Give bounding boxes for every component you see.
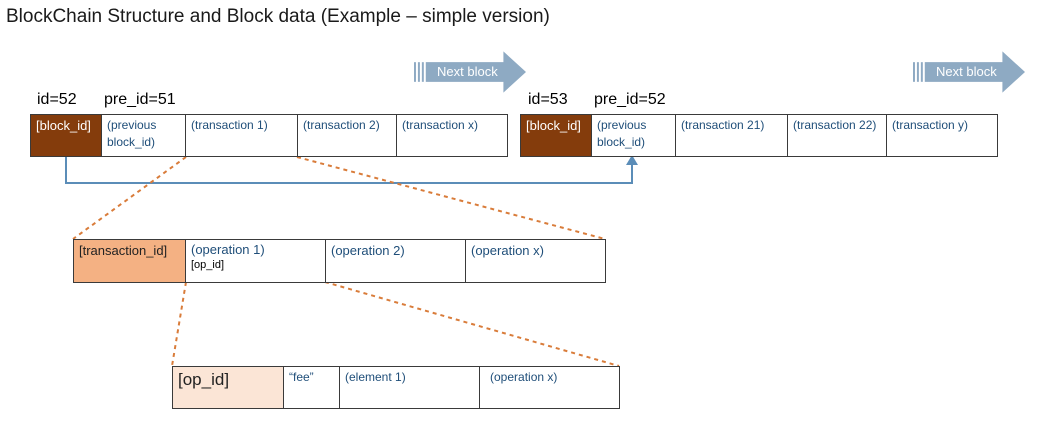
transaction-id-cell: [transaction_id] bbox=[73, 239, 186, 283]
block1-id-label: id=52 bbox=[37, 91, 77, 108]
operation-label: (operation 1) bbox=[191, 242, 265, 257]
block2-id-label: id=53 bbox=[528, 91, 568, 108]
element-cell: (element 1) bbox=[339, 366, 480, 409]
block-link-line bbox=[65, 157, 633, 184]
transaction-cell: (transaction y) bbox=[886, 114, 998, 157]
operation-cell: (operation 2) bbox=[325, 239, 466, 283]
zoom-line bbox=[324, 281, 620, 367]
transaction-cell: (transaction x) bbox=[396, 114, 508, 157]
next-block-arrow-1: Next block bbox=[414, 51, 528, 93]
block2-pre-id-label: pre_id=52 bbox=[594, 91, 666, 108]
right-arrow-icon bbox=[414, 51, 526, 93]
previous-block-id-cell: (previous block_id) bbox=[101, 114, 186, 157]
next-block-label: Next block bbox=[437, 64, 498, 79]
block-id-cell: [block_id] bbox=[30, 114, 102, 157]
up-arrow-icon bbox=[626, 155, 638, 165]
block1-pre-id-label: pre_id=51 bbox=[104, 91, 176, 108]
op-id-cell: [op_id] bbox=[172, 366, 284, 409]
operation-cell: (operation x) bbox=[479, 366, 620, 409]
zoom-line bbox=[296, 156, 606, 240]
block-id-cell: [block_id] bbox=[520, 114, 592, 157]
transaction-cell: (transaction 22) bbox=[787, 114, 887, 157]
operation-cell: (operation 1) [op_id] bbox=[185, 239, 326, 283]
next-block-label: Next block bbox=[936, 64, 997, 79]
previous-block-id-cell: (previous block_id) bbox=[591, 114, 676, 157]
fee-cell: “fee” bbox=[283, 366, 340, 409]
transaction-cell: (transaction 1) bbox=[185, 114, 298, 157]
op-id-sublabel: [op_id] bbox=[191, 259, 225, 271]
next-block-arrow-2: Next block bbox=[913, 51, 1027, 93]
right-arrow-icon bbox=[913, 51, 1025, 93]
operation-cell: (operation x) bbox=[465, 239, 606, 283]
diagram-title: BlockChain Structure and Block data (Exa… bbox=[6, 6, 550, 27]
zoom-line bbox=[171, 281, 187, 367]
transaction-cell: (transaction 21) bbox=[675, 114, 788, 157]
transaction-cell: (transaction 2) bbox=[297, 114, 397, 157]
zoom-line bbox=[72, 156, 187, 240]
